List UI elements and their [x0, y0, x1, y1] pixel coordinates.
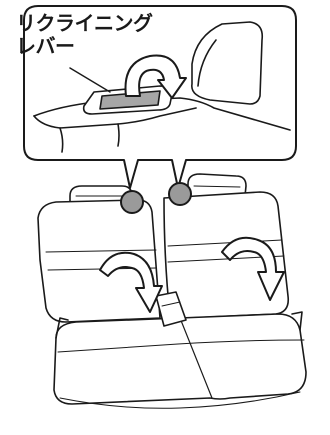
lever-marker-right: [169, 183, 191, 205]
lever-marker-left: [121, 191, 143, 213]
recline-lever-label: リクライニング レバー: [16, 12, 153, 58]
label-line-2: レバー: [16, 35, 153, 58]
seat-cushion: [54, 314, 306, 408]
label-line-1: リクライニング: [16, 12, 153, 35]
